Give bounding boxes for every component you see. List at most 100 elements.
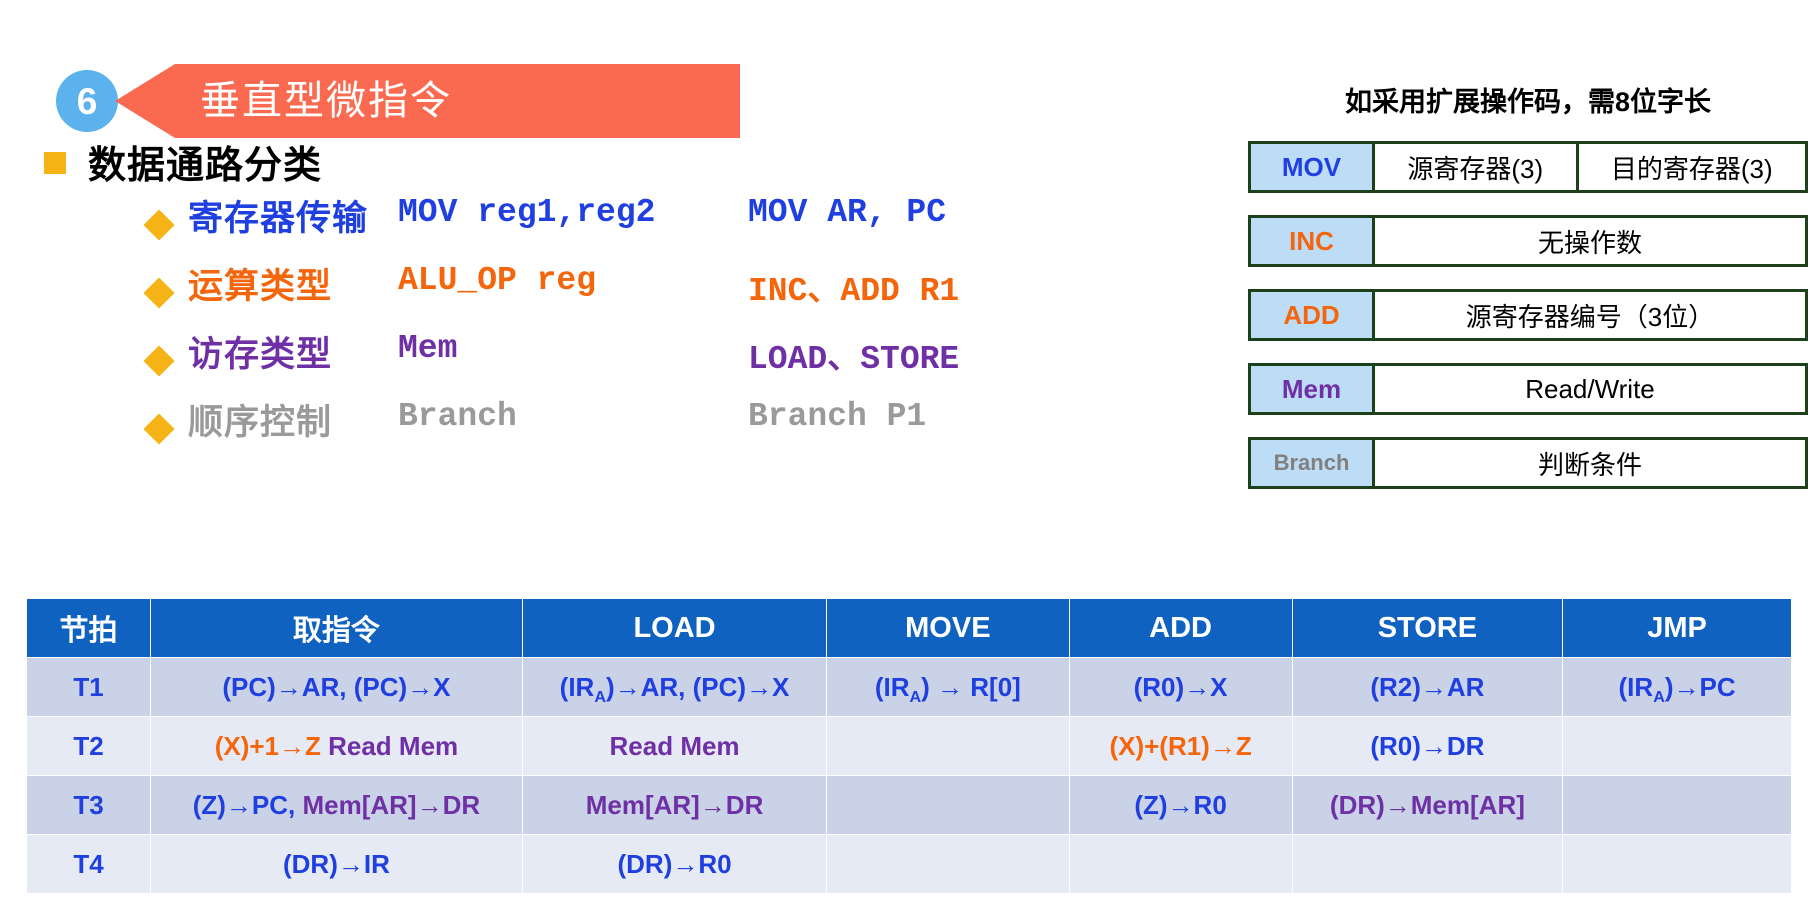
table-cell xyxy=(1562,834,1792,894)
category-label: 访存类型 xyxy=(188,335,333,374)
table-cell: (PC)→AR, (PC)→X xyxy=(149,657,523,717)
category-syntax: MOV reg1,reg2 xyxy=(398,194,656,231)
cell-segment: Mem[AR]→DR xyxy=(302,789,481,820)
tick-label: T4 xyxy=(26,834,151,894)
cell-segment: (DR)→Mem[AR] xyxy=(1329,789,1525,820)
category-label: 运算类型 xyxy=(188,267,333,306)
format-opcode: Branch xyxy=(1251,440,1375,486)
format-opcode: Mem xyxy=(1251,366,1375,412)
table-cell: (IRA)→AR, (PC)→X xyxy=(521,657,828,717)
table-cell: (R0)→DR xyxy=(1291,716,1564,776)
cell-segment: (R0)→DR xyxy=(1370,730,1485,761)
table-cell: (Z)→R0 xyxy=(1068,775,1293,835)
cell-segment: Read Mem xyxy=(328,730,459,761)
table-cell: (DR)→IR xyxy=(149,834,523,894)
table-cell xyxy=(1291,834,1564,894)
table-cell: (IRA) → R[0] xyxy=(826,657,1070,717)
slide-number-badge: 6 xyxy=(56,70,118,132)
cell-segment: Read Mem xyxy=(609,730,740,761)
format-field: Read/Write xyxy=(1375,366,1805,412)
table-cell: (R2)→AR xyxy=(1291,657,1564,717)
table-cell xyxy=(1562,716,1792,776)
category-row: 运算类型 ALU_OP reg INC、ADD R1 xyxy=(0,260,1060,328)
table-column-header: STORE xyxy=(1291,598,1564,658)
table-column-header: 取指令 xyxy=(149,598,523,658)
square-bullet-icon xyxy=(44,152,66,174)
table-cell: Read Mem xyxy=(521,716,828,776)
table-cell xyxy=(826,775,1070,835)
format-note: 如采用扩展操作码，需8位字长 xyxy=(1344,87,1711,117)
cell-segment: (IRA)→AR, (PC)→X xyxy=(559,671,790,706)
table-cell xyxy=(826,716,1070,776)
table-cell xyxy=(1068,834,1293,894)
format-field: 源寄存器(3) xyxy=(1375,144,1576,190)
cell-segment: (Z)→R0 xyxy=(1134,789,1227,820)
slide-header: 6 垂直型微指令 xyxy=(0,28,1818,138)
tick-label: T2 xyxy=(26,716,151,776)
cell-segment: (DR)→IR xyxy=(282,848,390,879)
table-column-header: JMP xyxy=(1562,598,1792,658)
category-example: LOAD、STORE xyxy=(748,341,960,378)
table-cell: (X)+(R1)→Z xyxy=(1068,716,1293,776)
diamond-bullet-icon xyxy=(143,413,175,445)
category-syntax: Mem xyxy=(398,330,458,367)
format-field: 无操作数 xyxy=(1375,218,1805,264)
category-example: INC、ADD R1 xyxy=(748,273,960,310)
table-cell xyxy=(826,834,1070,894)
tick-label: T3 xyxy=(26,775,151,835)
tick-label: T1 xyxy=(26,657,151,717)
table-cell xyxy=(1562,775,1792,835)
table-row: T4 (DR)→IR (DR)→R0 xyxy=(26,834,1792,894)
format-opcode: ADD xyxy=(1251,292,1375,338)
table-column-header: MOVE xyxy=(826,598,1070,658)
format-field: 目的寄存器(3) xyxy=(1575,144,1805,190)
table-row: T1 (PC)→AR, (PC)→X (IRA)→AR, (PC)→X (IRA) →… xyxy=(26,657,1792,717)
cell-segment: (X)+(R1)→Z xyxy=(1109,730,1252,761)
section-title: 数据通路分类 xyxy=(88,145,323,187)
category-row: 访存类型 Mem LOAD、STORE xyxy=(0,328,1060,396)
table-cell: (IRA)→PC xyxy=(1562,657,1792,717)
cell-segment: (Z)→PC, xyxy=(192,789,303,820)
cell-segment: (R0)→X xyxy=(1133,671,1228,702)
table-cell: (X)+1→Z Read Mem xyxy=(149,716,523,776)
diamond-bullet-icon xyxy=(143,209,175,241)
table-column-header: LOAD xyxy=(521,598,828,658)
category-syntax: ALU_OP reg xyxy=(398,262,597,299)
format-opcode: MOV xyxy=(1251,144,1375,190)
table-cell: (DR)→Mem[AR] xyxy=(1291,775,1564,835)
category-label: 寄存器传输 xyxy=(188,199,369,238)
table-cell: (DR)→R0 xyxy=(521,834,828,894)
category-example: Branch P1 xyxy=(748,398,927,435)
category-syntax: Branch xyxy=(398,398,517,435)
table-body: T1 (PC)→AR, (PC)→X (IRA)→AR, (PC)→X (IRA) →… xyxy=(26,657,1792,894)
format-opcode: INC xyxy=(1251,218,1375,264)
section-heading: 数据通路分类 xyxy=(0,130,1060,192)
table-cell: Mem[AR]→DR xyxy=(521,775,828,835)
cell-segment: (IRA) → R[0] xyxy=(874,671,1021,706)
cell-segment: (IRA)→PC xyxy=(1618,671,1736,706)
table-column-header: ADD xyxy=(1068,598,1293,658)
cell-segment: Mem[AR]→DR xyxy=(585,789,764,820)
format-field: 源寄存器编号（3位） xyxy=(1375,292,1805,338)
table-row: T3 (Z)→PC, Mem[AR]→DR Mem[AR]→DR (Z)→R0 (DR)… xyxy=(26,775,1792,835)
cell-segment: (X)+1→Z xyxy=(214,730,329,761)
cell-segment: (R2)→AR xyxy=(1370,671,1485,702)
page-title: 垂直型微指令 xyxy=(200,79,452,123)
cell-segment: (PC)→AR, (PC)→X xyxy=(222,671,451,702)
format-field: 判断条件 xyxy=(1375,440,1805,486)
title-banner-shape xyxy=(115,64,740,138)
